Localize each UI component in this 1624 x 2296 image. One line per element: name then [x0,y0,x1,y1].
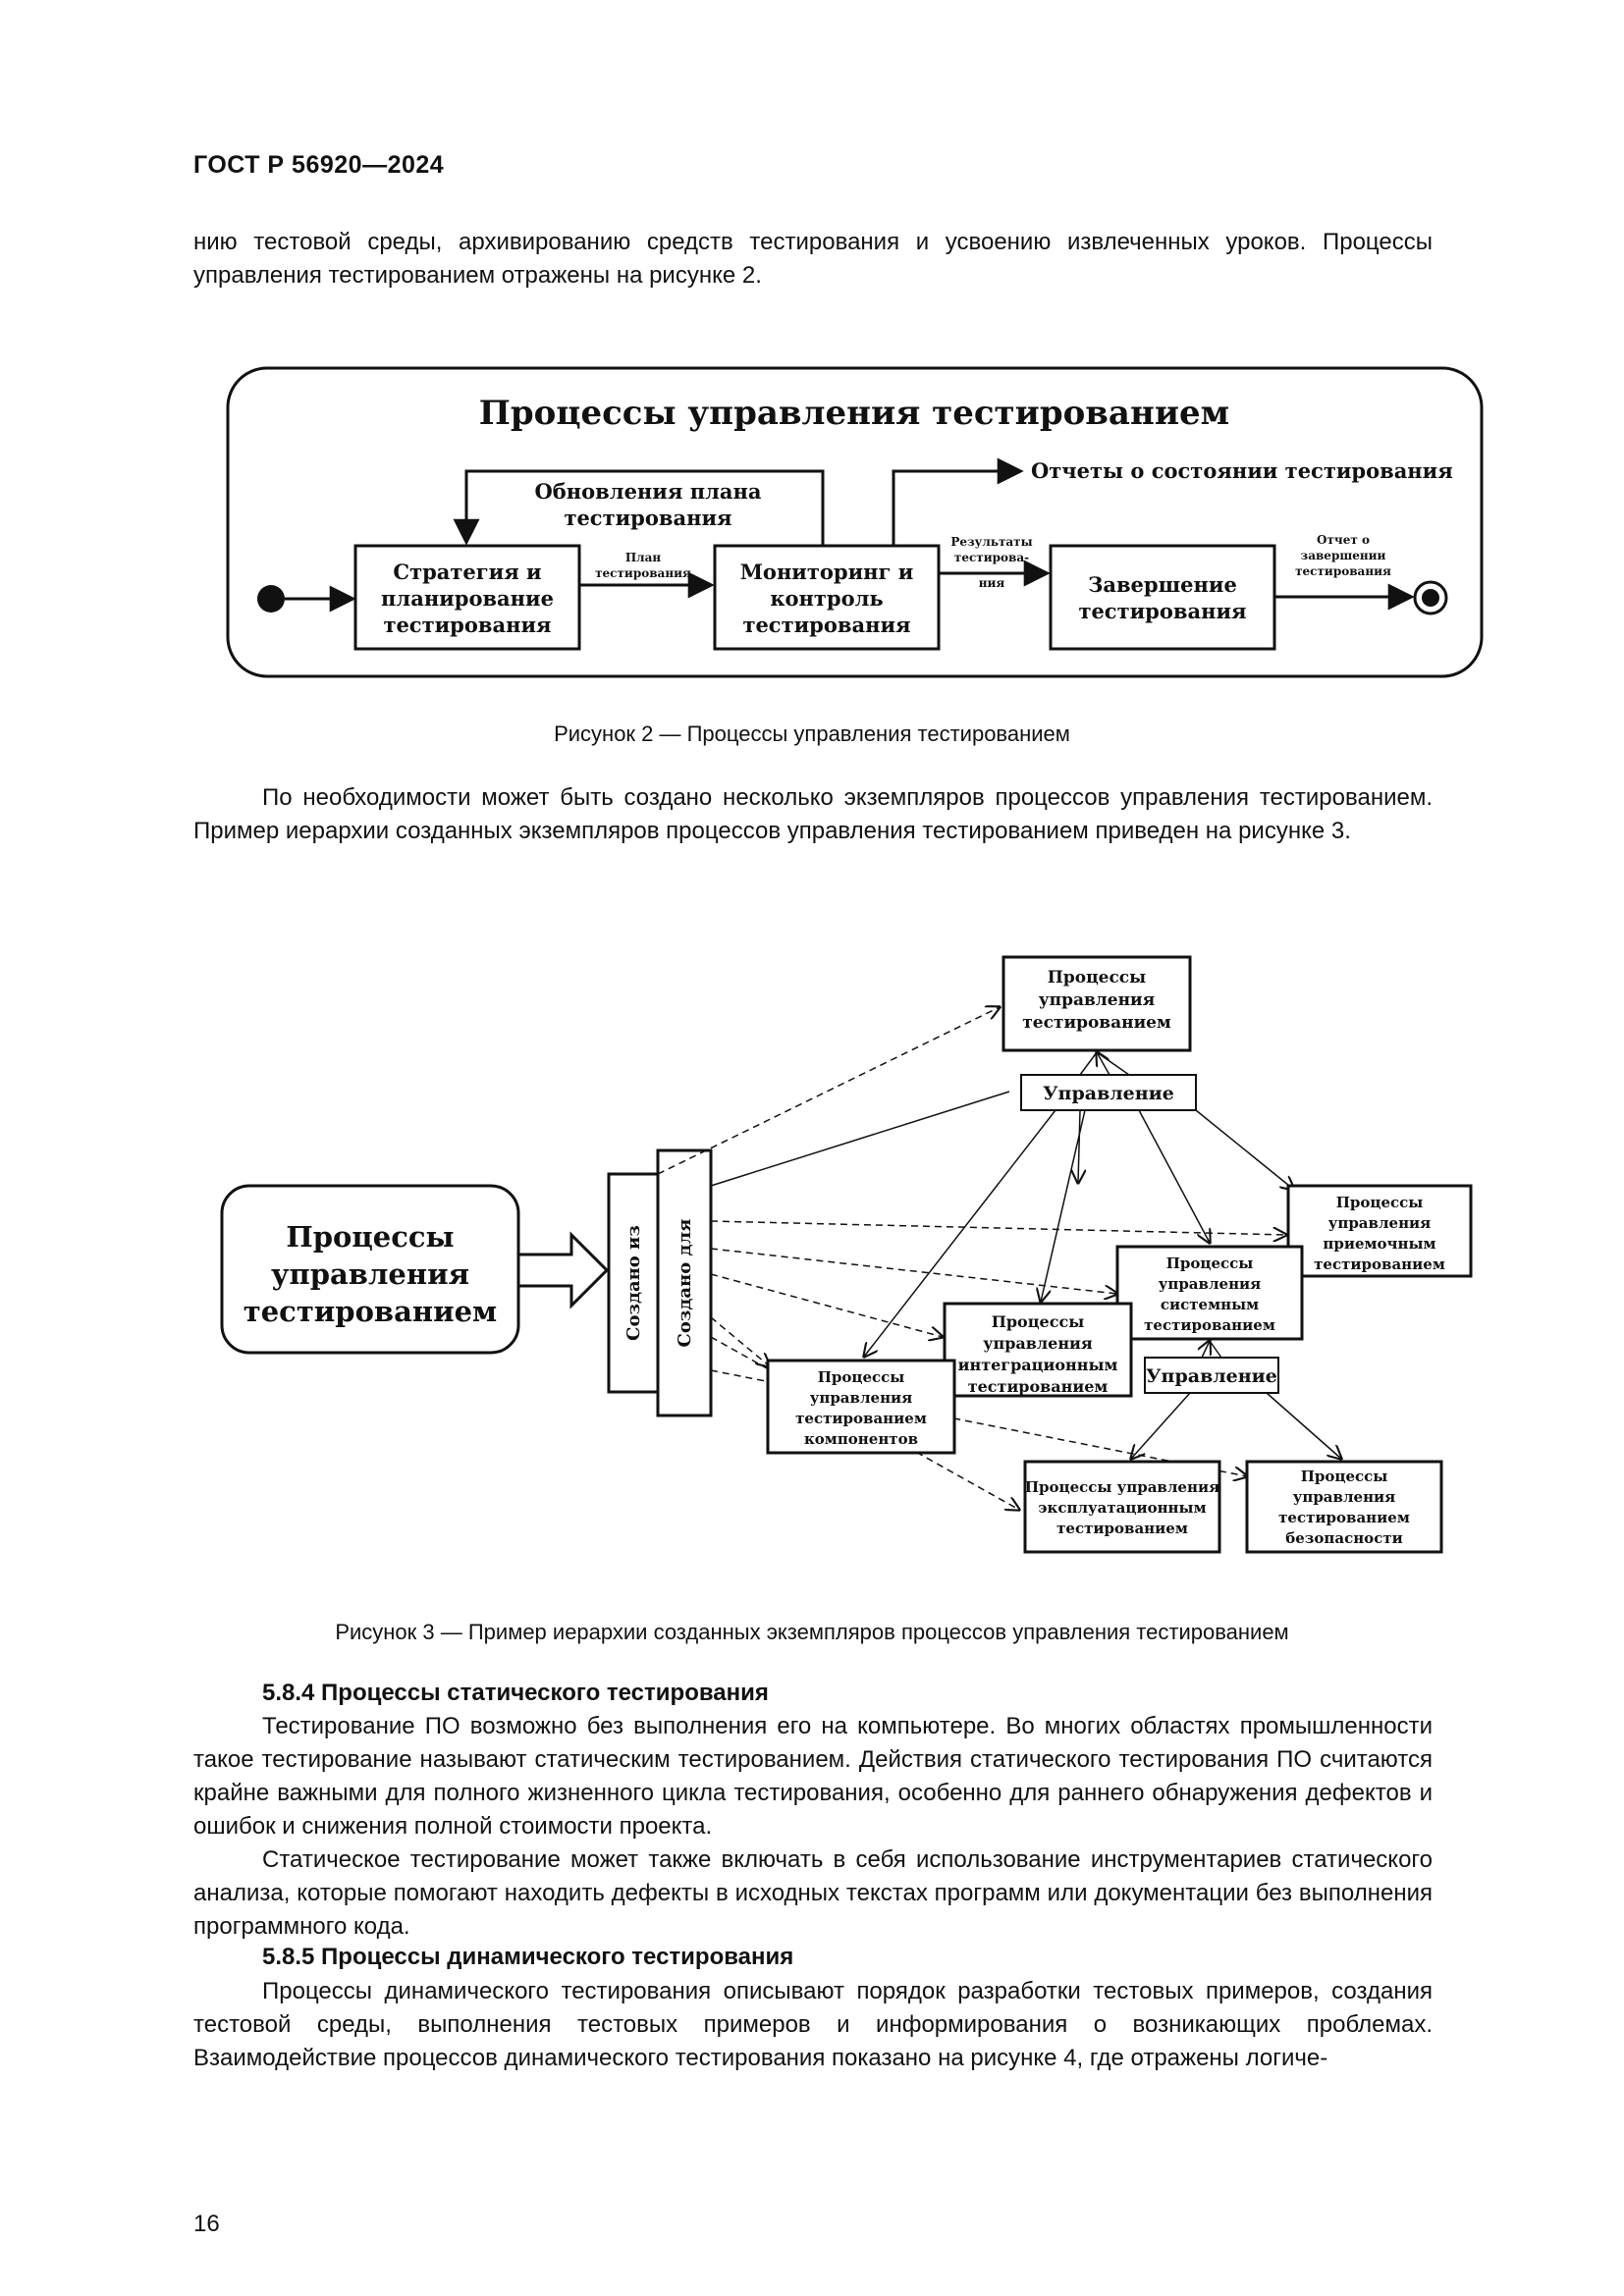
completion-line-1: Завершение [1088,572,1237,597]
security-line-4: безопасности [1285,1529,1403,1547]
monitoring-line-1: Мониторинг и [740,560,914,584]
section-584-paragraph-2: Статическое тестирование может также вкл… [193,1846,1433,1940]
system-line-2: управления [1159,1275,1262,1293]
section-585-paragraph-1: Процессы динамического тестирования опис… [193,1978,1433,2071]
operational-line-2: эксплуатационным [1038,1499,1206,1517]
label-results-3: ния [979,576,1005,590]
system-box [1115,1245,1304,1341]
label-status-reports: Отчеты о состоянии тестирования [1031,458,1453,483]
top-line-2: управления [1039,990,1155,1010]
created-for-box [656,1148,713,1417]
integration-line-3: интеграционным [958,1356,1118,1374]
component-line-3: тестированием [795,1410,927,1427]
management-label-2: Управление [1146,1365,1277,1387]
acceptance-line-3: приемочным [1323,1235,1435,1253]
figure-2-frame [226,366,1484,678]
security-line-3: тестированием [1278,1509,1410,1526]
figure-2-title: Процессы управления тестированием [479,394,1229,433]
figure-2-diagram: Процессы управления тестированием Страте… [226,366,1484,678]
source-line-1: Процессы [286,1220,454,1254]
monitoring-line-2: контроль [770,586,883,611]
integration-line-1: Процессы [992,1312,1085,1331]
security-box [1245,1460,1443,1554]
component-line-1: Процессы [818,1368,905,1386]
figure-2-caption: Рисунок 2 — Процессы управления тестиров… [554,721,1070,746]
start-node-icon [257,585,285,613]
completion-box [1049,544,1276,651]
strategy-line-2: планирование [381,586,554,611]
monitoring-box [713,544,941,651]
source-line-2: управления [271,1257,469,1291]
acceptance-line-2: управления [1328,1214,1432,1232]
section-585-heading: 5.8.5 Процессы динамического тестировани… [262,1944,794,1970]
operational-line-1: Процессы управления [1025,1478,1219,1496]
management-label-box-1 [1020,1074,1197,1111]
figure-3-caption: Рисунок 3 — Пример иерархии созданных эк… [335,1620,1289,1644]
source-line-3: тестированием [244,1295,498,1328]
system-line-4: тестированием [1144,1316,1275,1334]
page-number: 16 [193,2211,220,2237]
component-line-2: управления [810,1389,913,1407]
intro-paragraph: нию тестовой среды, архивированию средст… [193,229,1433,289]
document-code: ГОСТ Р 56920—2024 [193,151,445,179]
label-report-3: тестирования [1295,564,1391,578]
acceptance-line-1: Процессы [1336,1194,1424,1211]
completion-line-2: тестирования [1078,599,1246,623]
security-line-2: управления [1293,1488,1396,1506]
strategy-box [353,544,581,651]
integration-box [943,1302,1133,1398]
management-label-box-2 [1144,1357,1279,1394]
acceptance-line-4: тестированием [1314,1255,1445,1273]
label-plan-updates-2: тестирования [564,506,731,530]
created-for-label: Создано для [675,1219,695,1348]
top-line-3: тестированием [1022,1013,1171,1033]
label-plan-2: тестирования [595,566,691,580]
strategy-line-3: тестирования [383,613,551,637]
top-process-box [1001,955,1192,1052]
label-results-1: Результаты [950,535,1032,549]
operational-line-3: тестированием [1056,1520,1188,1537]
integration-line-2: управления [983,1334,1093,1353]
monitoring-line-3: тестирования [742,613,910,637]
figure-3-diagram: Процессы управления тестированием Создан… [220,955,1473,1554]
paragraph-2: По необходимости может быть создано неск… [193,784,1433,844]
top-line-1: Процессы [1048,968,1146,988]
created-from-label: Создано из [623,1225,644,1341]
label-results-2: тестирова- [954,551,1029,564]
section-584-heading: 5.8.4 Процессы статического тестирования [262,1680,769,1706]
acceptance-box [1286,1184,1473,1278]
system-line-1: Процессы [1166,1255,1254,1272]
label-plan-1: План [625,551,662,564]
component-line-4: компонентов [804,1430,918,1448]
operational-box [1023,1460,1221,1554]
label-report-1: Отчет о [1317,533,1370,547]
component-box [766,1359,956,1455]
security-line-1: Процессы [1301,1468,1388,1485]
strategy-line-1: Стратегия и [393,560,541,584]
label-plan-updates-1: Обновления плана [535,479,762,504]
integration-line-4: тестированием [968,1377,1109,1396]
management-label-1: Управление [1043,1083,1174,1104]
hollow-arrow-icon [516,1231,610,1309]
label-report-2: завершении [1301,549,1386,562]
section-584-paragraph-1: Тестирование ПО возможно без выполнения … [193,1713,1433,1840]
system-line-3: системным [1161,1296,1259,1313]
